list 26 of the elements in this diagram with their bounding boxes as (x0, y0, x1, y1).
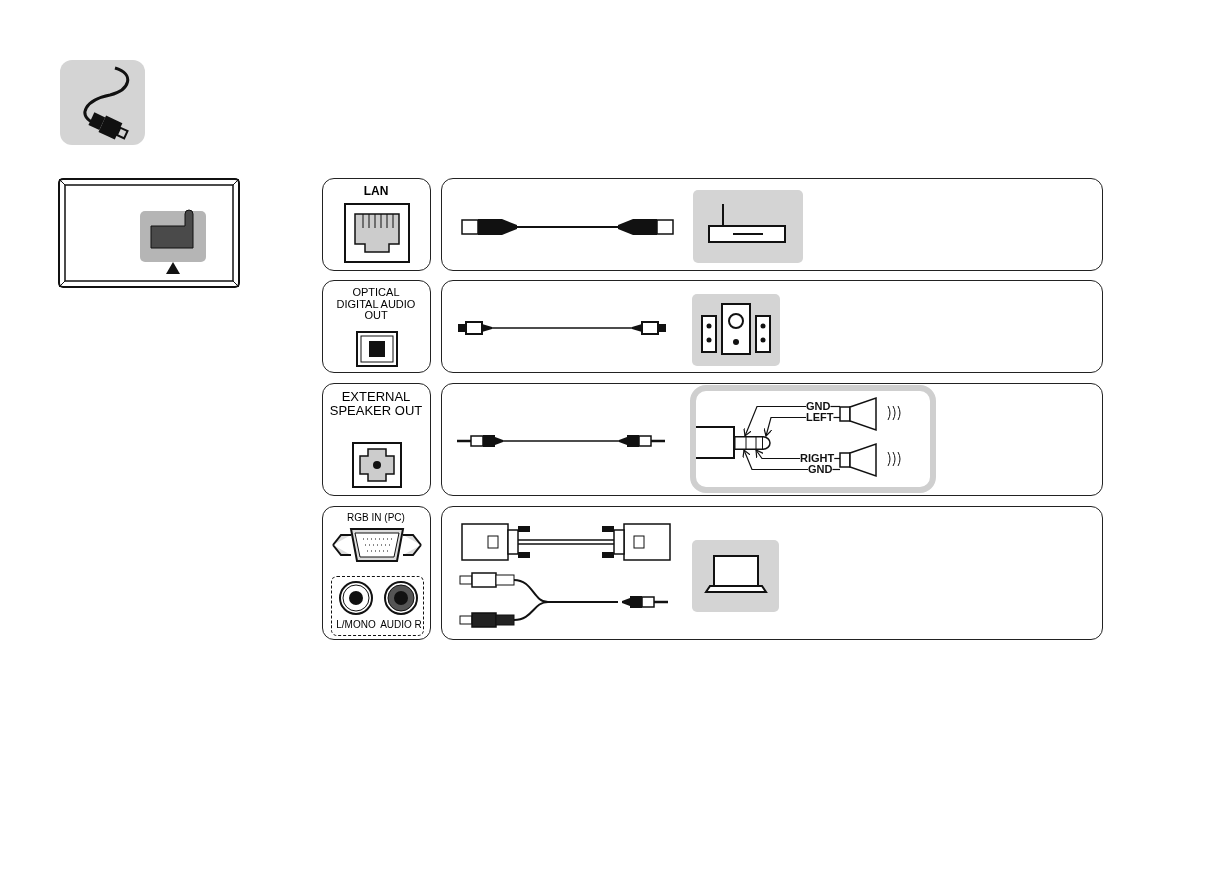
wire-line (763, 416, 807, 437)
wire-line (831, 468, 841, 471)
pin-label: LEFT (806, 412, 834, 423)
speaker-symbol (838, 443, 880, 477)
wire-line (743, 405, 807, 437)
pin-label: GND (808, 464, 833, 475)
pin-label: GND (806, 401, 831, 412)
wire-line (742, 449, 809, 471)
port-panel (322, 178, 431, 271)
audio-plug-tip (734, 436, 772, 450)
wire-line (755, 449, 801, 460)
port-label: RGB IN (PC) (346, 513, 406, 524)
speaker-symbol (838, 397, 880, 431)
port-label: OPTICAL DIGITAL AUDIO OUT (336, 287, 416, 322)
wire-line (829, 405, 841, 408)
port-label: L/MONO (335, 619, 377, 630)
port-label: AUDIO R (380, 619, 422, 630)
port-label: EXTERNAL SPEAKER OUT (328, 390, 424, 418)
port-panel (322, 506, 431, 640)
wire-line (832, 416, 841, 419)
wire-line (833, 457, 841, 460)
port-panel (322, 383, 431, 496)
port-panel (322, 280, 431, 373)
pin-label: RIGHT (800, 453, 835, 464)
audio-input-group (331, 576, 424, 636)
port-label: LAN (362, 185, 390, 198)
